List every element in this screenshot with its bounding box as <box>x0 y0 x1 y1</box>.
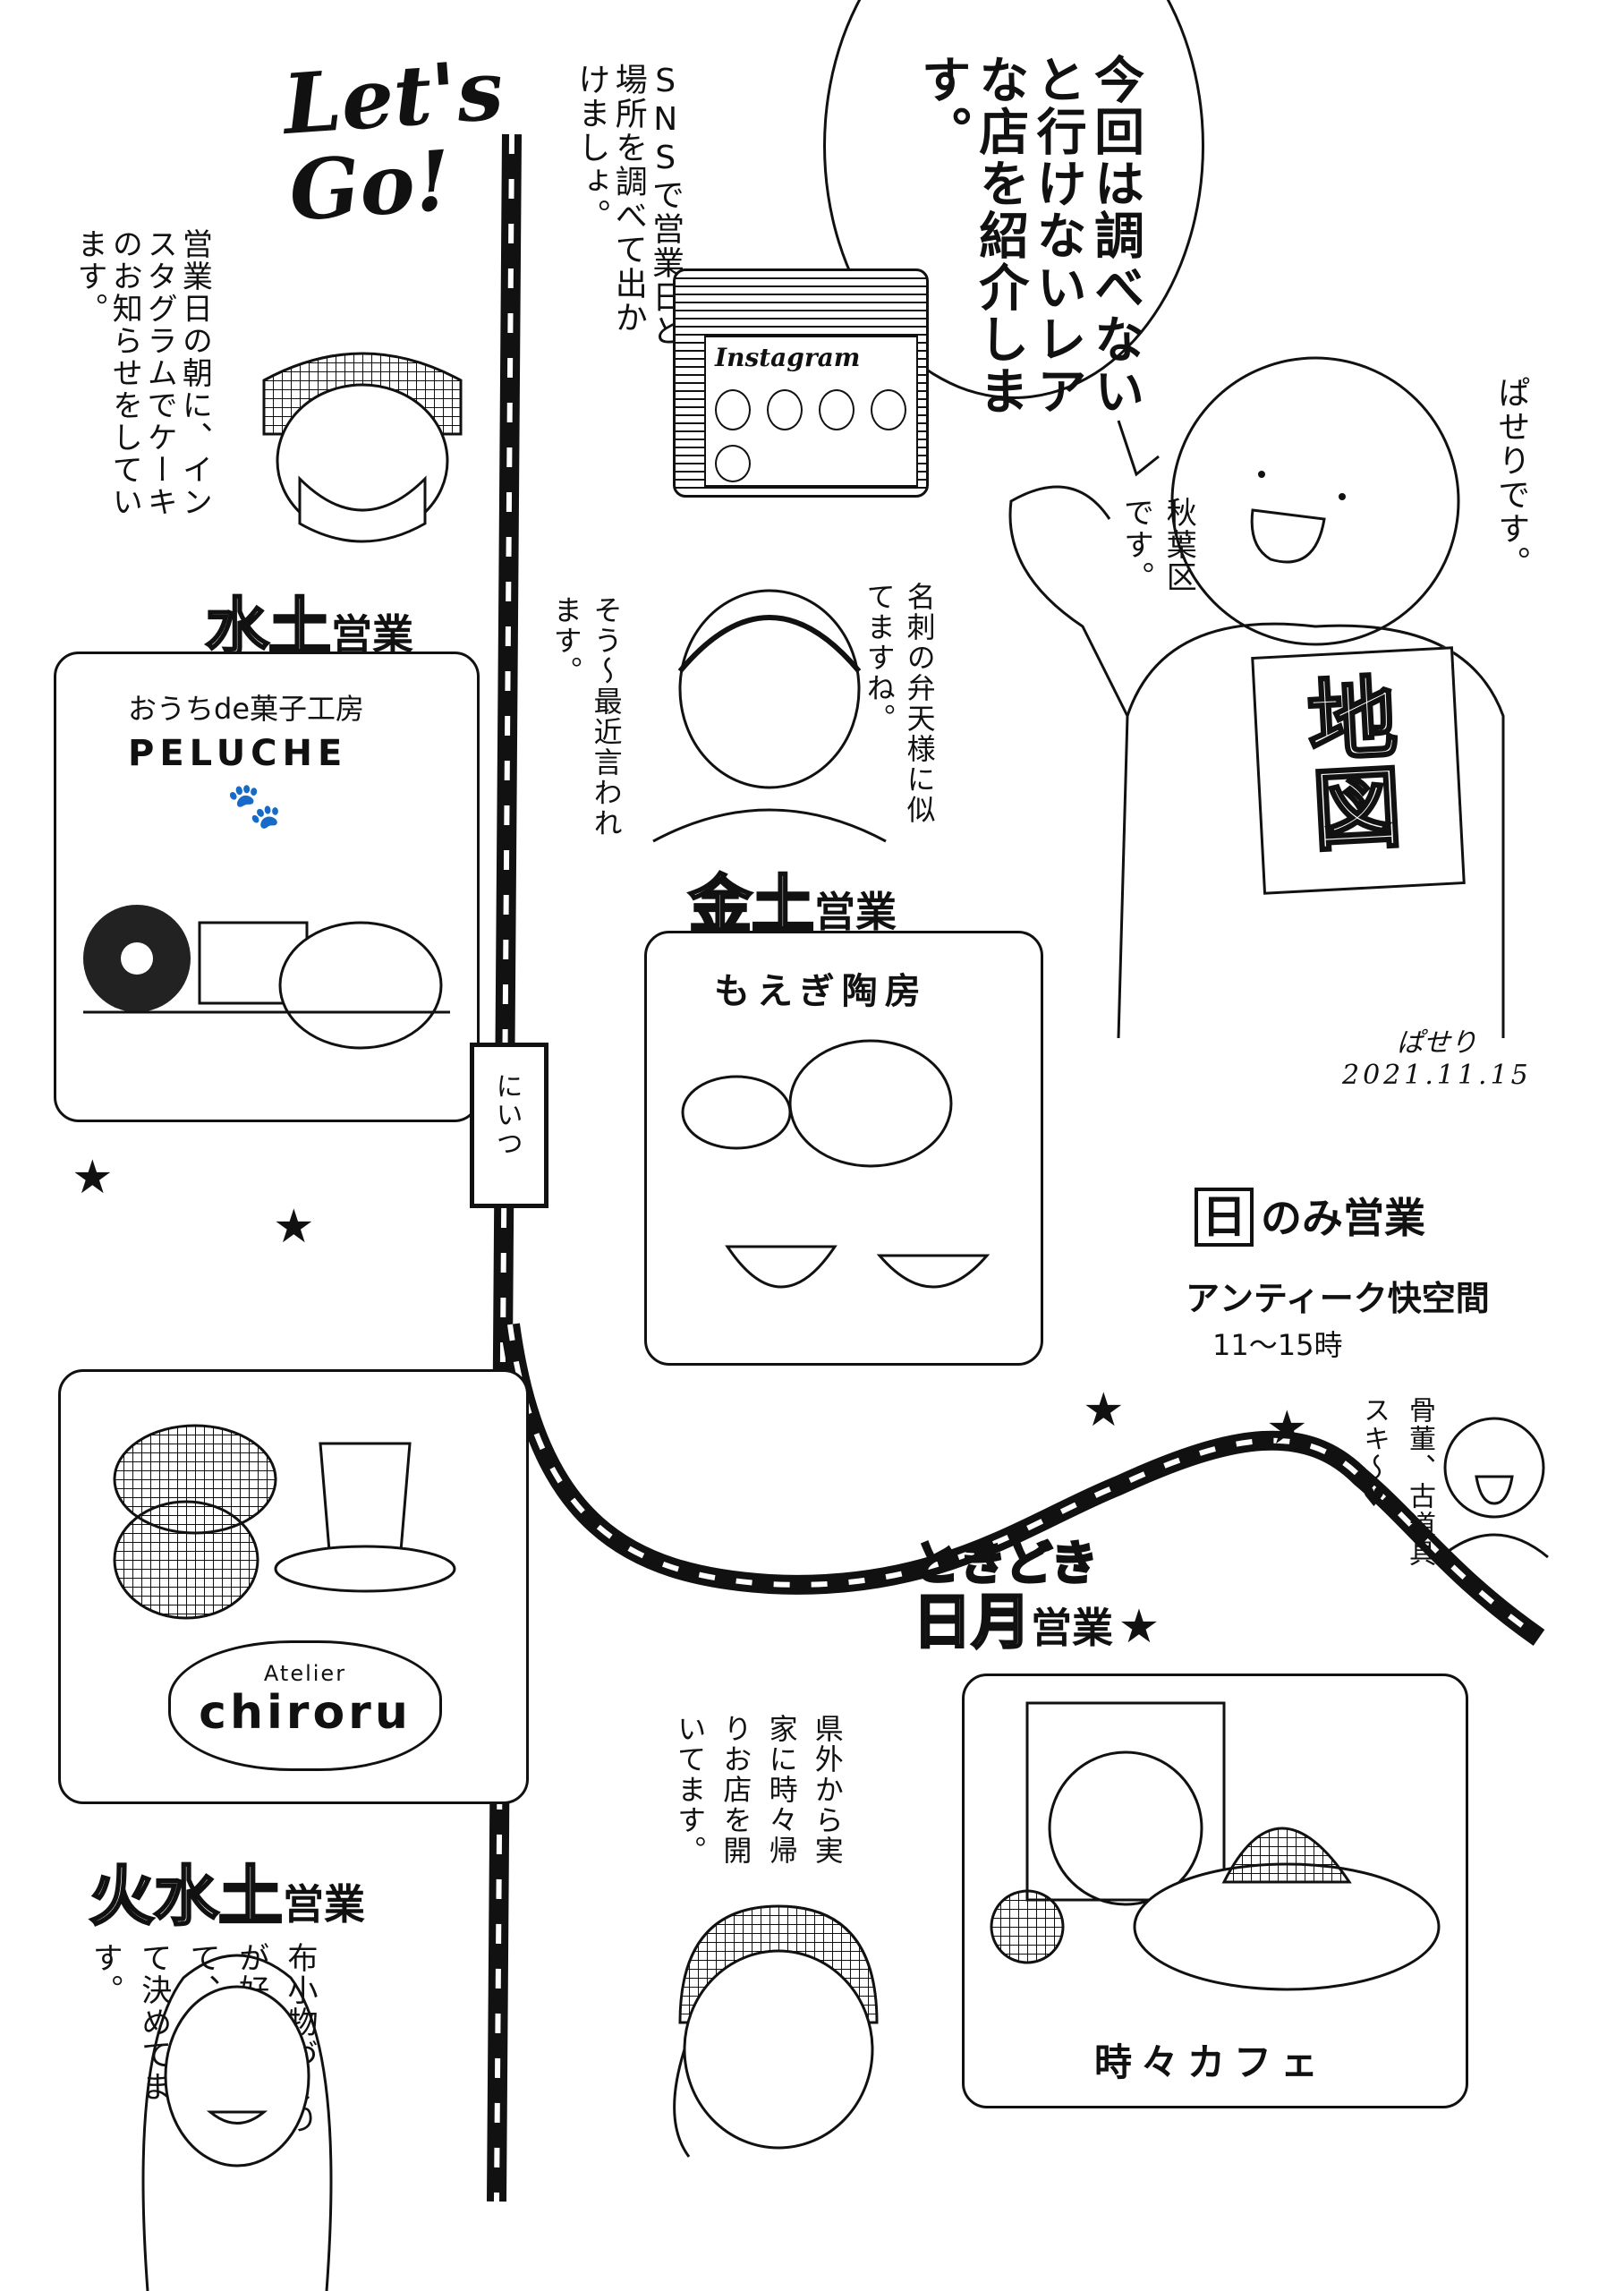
instagram-label: Instagram <box>715 343 861 372</box>
narrator-illustration <box>1008 356 1505 1039</box>
peluche-owner-illustration <box>262 352 463 543</box>
peluche-name: PELUCHE <box>128 733 348 774</box>
chiroru-days-suffix: 営業 <box>283 1880 366 1929</box>
tokidoki-days-suffix: 営業 <box>1031 1604 1113 1653</box>
peluche-days-suffix: 営業 <box>331 610 413 659</box>
tokidoki-owner-comment: 県外から実家に時々帰りお店を開いてます。 <box>673 1714 845 1866</box>
pottery-illustration <box>681 1039 991 1289</box>
signature-name: ぱせり <box>1396 1027 1477 1059</box>
chiroru-owner-illustration <box>141 1954 333 2291</box>
story-circle <box>715 445 751 482</box>
map-marker-star[interactable]: ★ <box>1266 1401 1308 1455</box>
map-sign: 地図 <box>1251 646 1466 895</box>
story-circle <box>871 389 906 430</box>
chiroru-days: 火水土営業 <box>88 1844 366 1938</box>
phone-screen: Instagram <box>704 336 918 487</box>
story-circle <box>767 389 803 430</box>
chiroru-days-emphasis: 火水土 <box>88 1858 284 1936</box>
peluche-owner-comment: 営業日の朝に、インスタグラムでケーキのお知らせをしています。 <box>72 228 213 518</box>
map-marker-star[interactable]: ★ <box>273 1200 315 1254</box>
story-circles <box>715 389 906 430</box>
moegi-owner-reply: そう〜最近言われます。 <box>548 595 624 839</box>
bubble-tail <box>1117 420 1160 477</box>
peluche-card[interactable]: おうちde菓子工房 PELUCHE 🐾 <box>54 652 480 1122</box>
moegi-visitor-comment: 名刺の弁天様に似てますね。 <box>862 582 937 825</box>
chiroru-name: chiroru <box>199 1686 412 1740</box>
signature: ぱせり 2021.11.15 <box>1342 1020 1532 1091</box>
signature-date: 2021.11.15 <box>1342 1060 1532 1091</box>
title-text: Let's Go! <box>280 41 506 240</box>
antique-name: アンティーク快空間 <box>1186 1279 1490 1318</box>
story-circle <box>715 389 751 430</box>
station-sign-niitsu[interactable]: にいつ <box>470 1043 548 1208</box>
pouches-and-cup-illustration <box>113 1424 456 1620</box>
peluche-subtitle: おうちde菓子工房 <box>128 692 365 726</box>
antique-hours: 11〜15時 <box>1212 1328 1343 1362</box>
tokidoki-days-prefix: ときどき <box>911 1537 1098 1591</box>
tokidoki-owner-illustration <box>673 1904 879 2158</box>
antique-days-suffix: のみ営業 <box>1261 1194 1425 1242</box>
moegi-name: もえぎ陶房 <box>714 971 928 1012</box>
intro-bubble-text: 今回は調べないと行けないレアな店を紹介します。 <box>913 54 1144 417</box>
sns-note: SNSで営業日と場所を調べて出かけましょ。 <box>573 63 684 348</box>
moegi-card[interactable]: もえぎ陶房 <box>644 931 1043 1366</box>
moegi-owner-illustration <box>652 589 887 843</box>
page-title: Let's Go! <box>280 41 525 239</box>
chiroru-name-small: Atelier <box>263 1661 347 1686</box>
tokidoki-name: 時々カフェ <box>1094 2040 1328 2084</box>
chiroru-logo: Atelier chiroru <box>168 1640 442 1771</box>
tokidoki-days: ときどき 日月営業 ★ <box>911 1537 1161 1657</box>
moegi-days-suffix: 営業 <box>814 888 897 936</box>
map-marker-star[interactable]: ★ <box>1118 1600 1161 1655</box>
station-name: にいつ <box>490 1072 523 1158</box>
antique-owner-comment: 骨董、古道具スキ〜♥ <box>1358 1396 1435 1568</box>
chiroru-card[interactable]: Atelier chiroru <box>58 1369 529 1804</box>
phone-illustration: Instagram <box>673 268 929 498</box>
moegi-days-emphasis: 金土 <box>688 867 816 943</box>
story-circle <box>819 389 855 430</box>
map-marker-star[interactable]: ★ <box>1083 1384 1125 1437</box>
map-marker-star[interactable]: ★ <box>72 1151 114 1205</box>
antique-days-emphasis: 日 <box>1195 1188 1254 1247</box>
cakes-illustration <box>83 905 450 1050</box>
narrator-ward: 秋葉区です。 <box>1118 497 1197 593</box>
antique-owner-illustration <box>1440 1417 1549 1559</box>
paw-icon: 🐾 <box>226 779 283 831</box>
antique-days: 日のみ営業 <box>1195 1181 1425 1247</box>
map-sign-text: 地図 <box>1288 669 1405 856</box>
cafe-illustration <box>990 1701 1441 1991</box>
tokidoki-card[interactable]: 時々カフェ <box>962 1674 1468 2108</box>
moegi-days: 金土営業 <box>688 855 897 945</box>
narrator-name: ぱせりです。 <box>1492 376 1530 580</box>
tokidoki-days-emphasis: 日月 <box>912 1588 1033 1657</box>
